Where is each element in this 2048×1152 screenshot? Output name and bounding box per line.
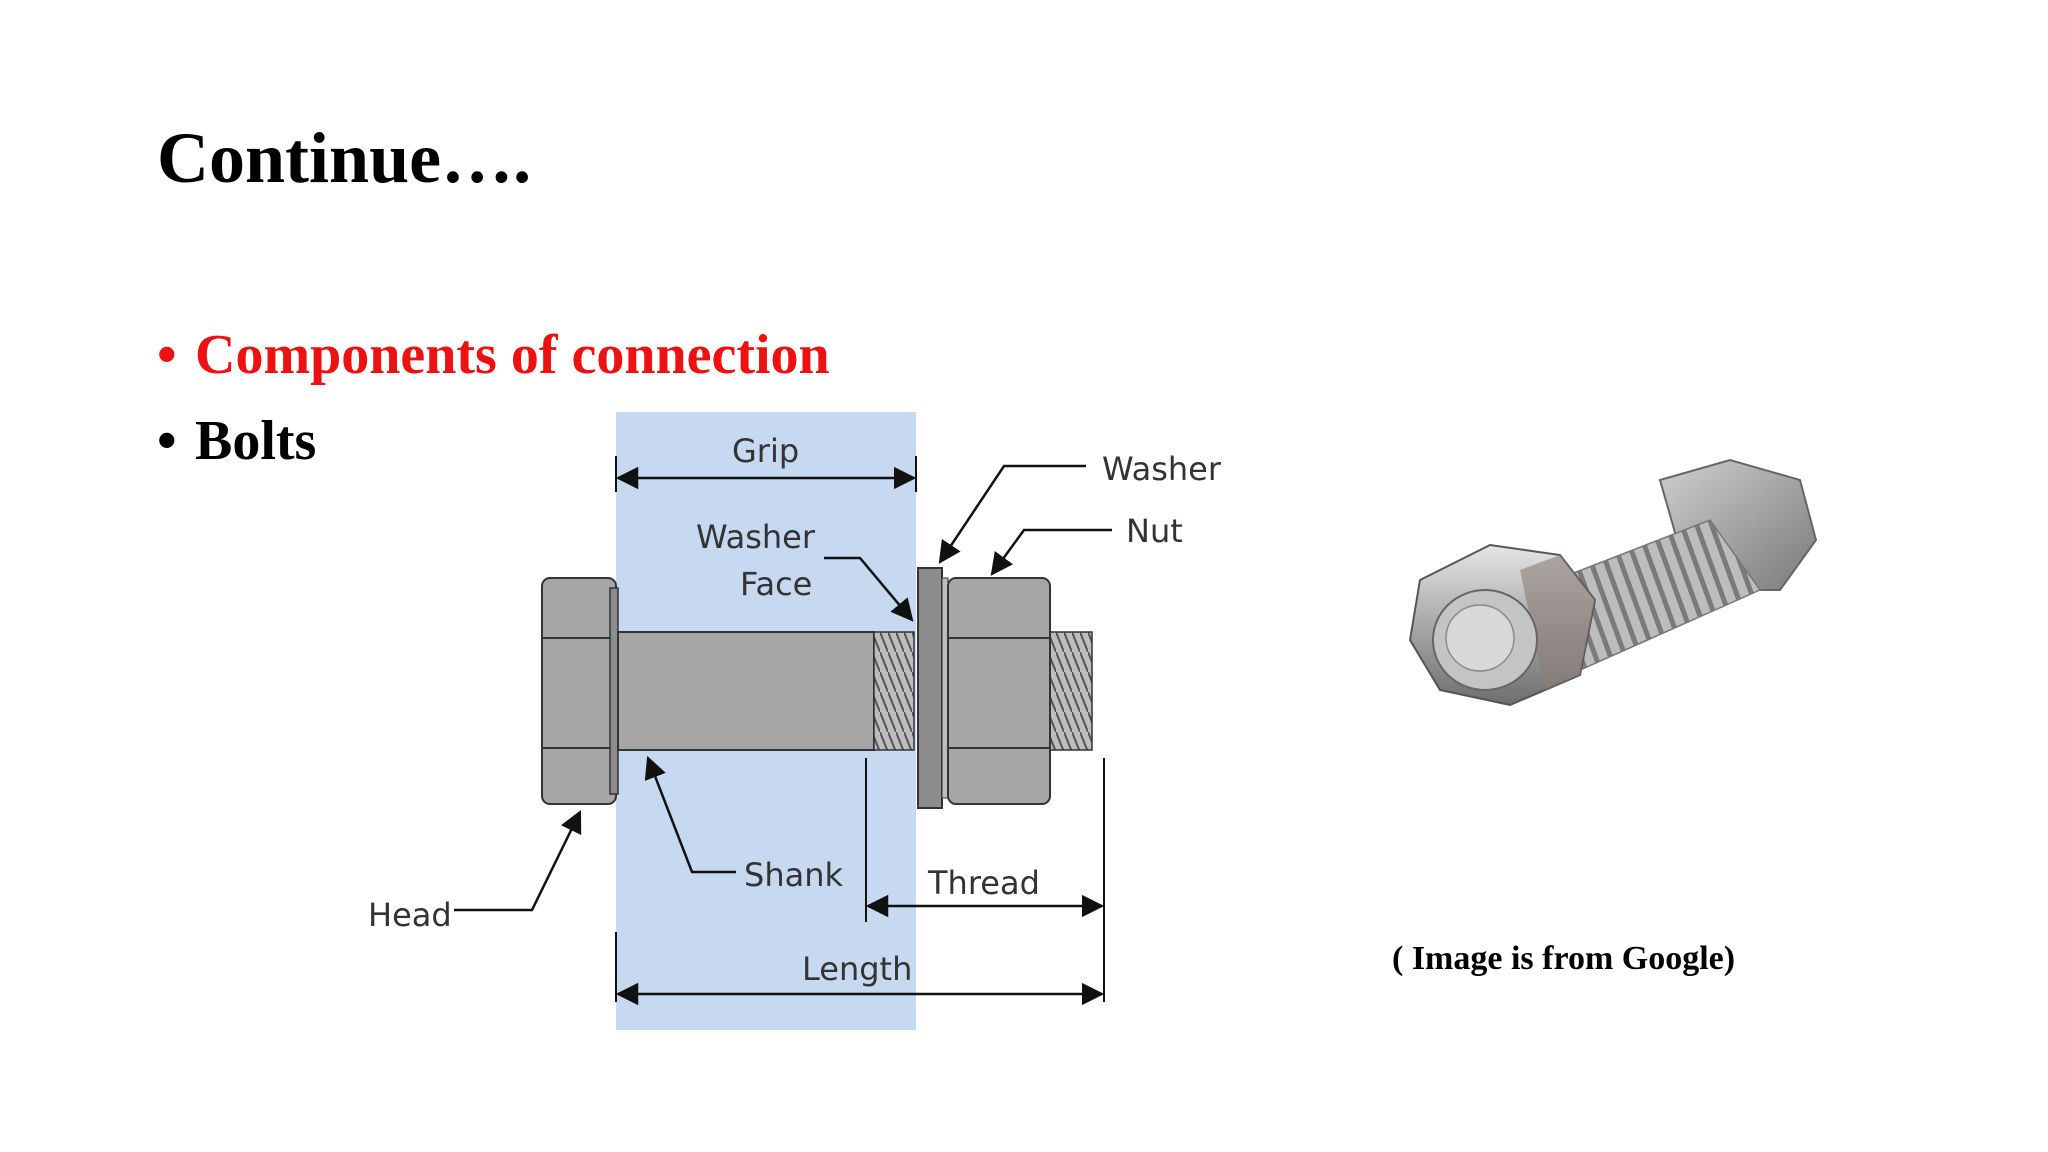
label-washer-face-1: Washer [696,518,816,556]
label-nut: Nut [1126,512,1183,550]
bullet-text-bolts: Bolts [195,410,317,472]
washer [917,567,943,809]
bullet-item-bolts: • Bolts [157,398,830,484]
bullet-text-components: Components of connection [195,324,830,386]
nut [947,577,1051,805]
bullet-item-components: • Components of connection [157,312,830,398]
bullet-dot: • [157,324,177,386]
bolt-head [541,577,619,805]
image-caption: ( Image is from Google) [1392,940,1736,977]
bolt-photo [1408,458,1818,707]
bolt-diagram: Grip Washer Face Washer Nut Head Shank T… [368,412,1222,1030]
label-thread: Thread [927,864,1040,902]
bolt-shank [617,631,875,751]
label-shank: Shank [744,856,843,894]
label-head: Head [368,896,452,934]
label-washer-face-2: Face [740,565,812,603]
bolt-thread [873,631,915,751]
label-length: Length [802,950,912,988]
slide-title: Continue…. [157,118,532,198]
bullet-list: • Components of connection • Bolts [157,312,830,484]
bolt-thread-end [1047,631,1093,751]
label-washer: Washer [1102,450,1222,488]
label-grip: Grip [732,432,799,470]
bullet-dot: • [157,410,177,472]
